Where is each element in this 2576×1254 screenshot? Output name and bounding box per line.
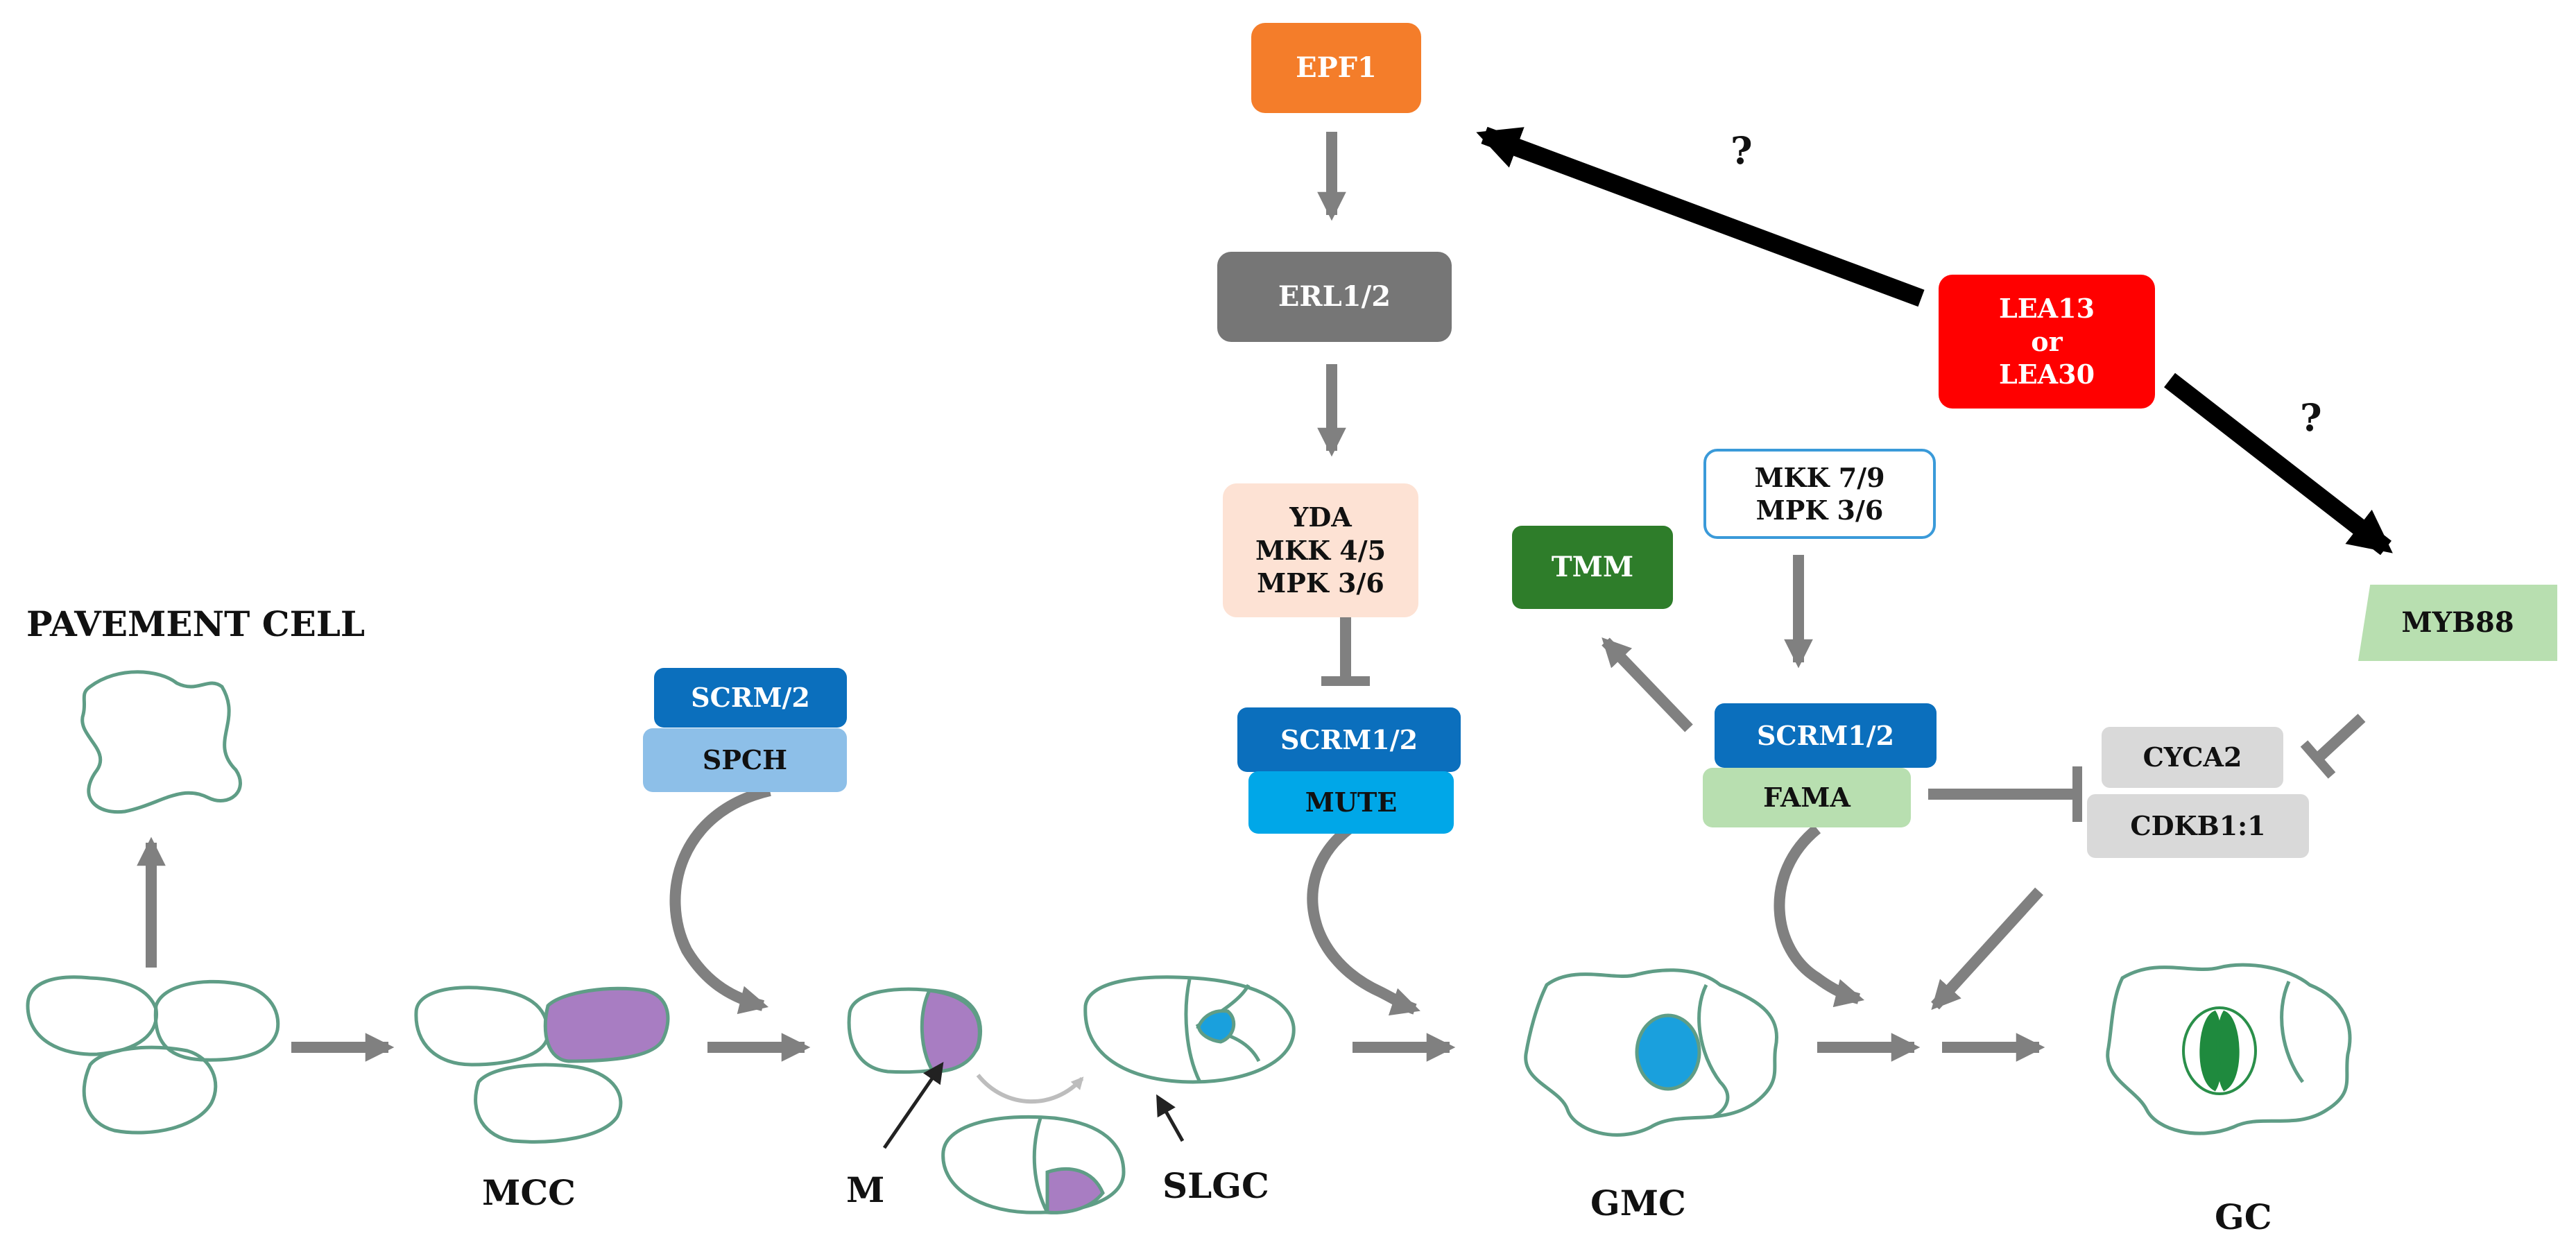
lea-node: LEA13 or LEA30 (1939, 275, 2155, 409)
lea-arrows (1476, 126, 2393, 556)
fama-node: FAMA (1703, 768, 1911, 827)
protodermal-cells (26, 975, 280, 1135)
yda-mkk-mpk-node: YDA MKK 4/5 MPK 3/6 (1223, 483, 1418, 617)
epf1-node: EPF1 (1251, 23, 1421, 113)
gmc-label: GMC (1590, 1183, 1686, 1223)
cdkb-node: CDKB1:1 (2087, 794, 2309, 858)
m-label: M (846, 1169, 885, 1210)
slgc-cell-lower (941, 1115, 1126, 1214)
tmm-node: TMM (1512, 526, 1673, 609)
pavement-cell-label: PAVEMENT CELL (26, 603, 366, 644)
pavement-cell-shape (80, 670, 242, 814)
mcc-label: MCC (482, 1172, 576, 1213)
slgc-cell (1083, 975, 1296, 1084)
guard-cell-complex (2106, 963, 2352, 1135)
scrm-fama-node: SCRM1/2 (1715, 703, 1937, 768)
mute-node: MUTE (1248, 771, 1454, 834)
slgc-label: SLGC (1162, 1165, 1269, 1206)
myb88-node: MYB88 (2358, 585, 2557, 661)
erl-node: ERL1/2 (1217, 252, 1452, 342)
gc-label: GC (2215, 1196, 2272, 1237)
inhibition-links (1321, 617, 2366, 822)
scrm-mute-node: SCRM1/2 (1237, 707, 1461, 772)
scrm-spch-node: SCRM/2 (654, 668, 847, 728)
cyca2-node: CYCA2 (2102, 727, 2283, 788)
meristemoid-cell (847, 987, 982, 1074)
transcription-factor-arrows (669, 785, 2043, 1016)
pathway-arrows (1317, 132, 1813, 732)
epf1-link-question-mark: ? (1731, 128, 1753, 173)
faint-transition-arrow (976, 1074, 1084, 1104)
gmc-cell (1524, 968, 1778, 1137)
spch-node: SPCH (643, 728, 847, 792)
mcc-cells (414, 986, 670, 1144)
lineage-arrows (137, 836, 2045, 1062)
label-pointers (882, 1062, 1185, 1149)
myb88-link-question-mark: ? (2300, 395, 2322, 440)
mkk79-mpk36-node: MKK 7/9 MPK 3/6 (1703, 449, 1936, 539)
